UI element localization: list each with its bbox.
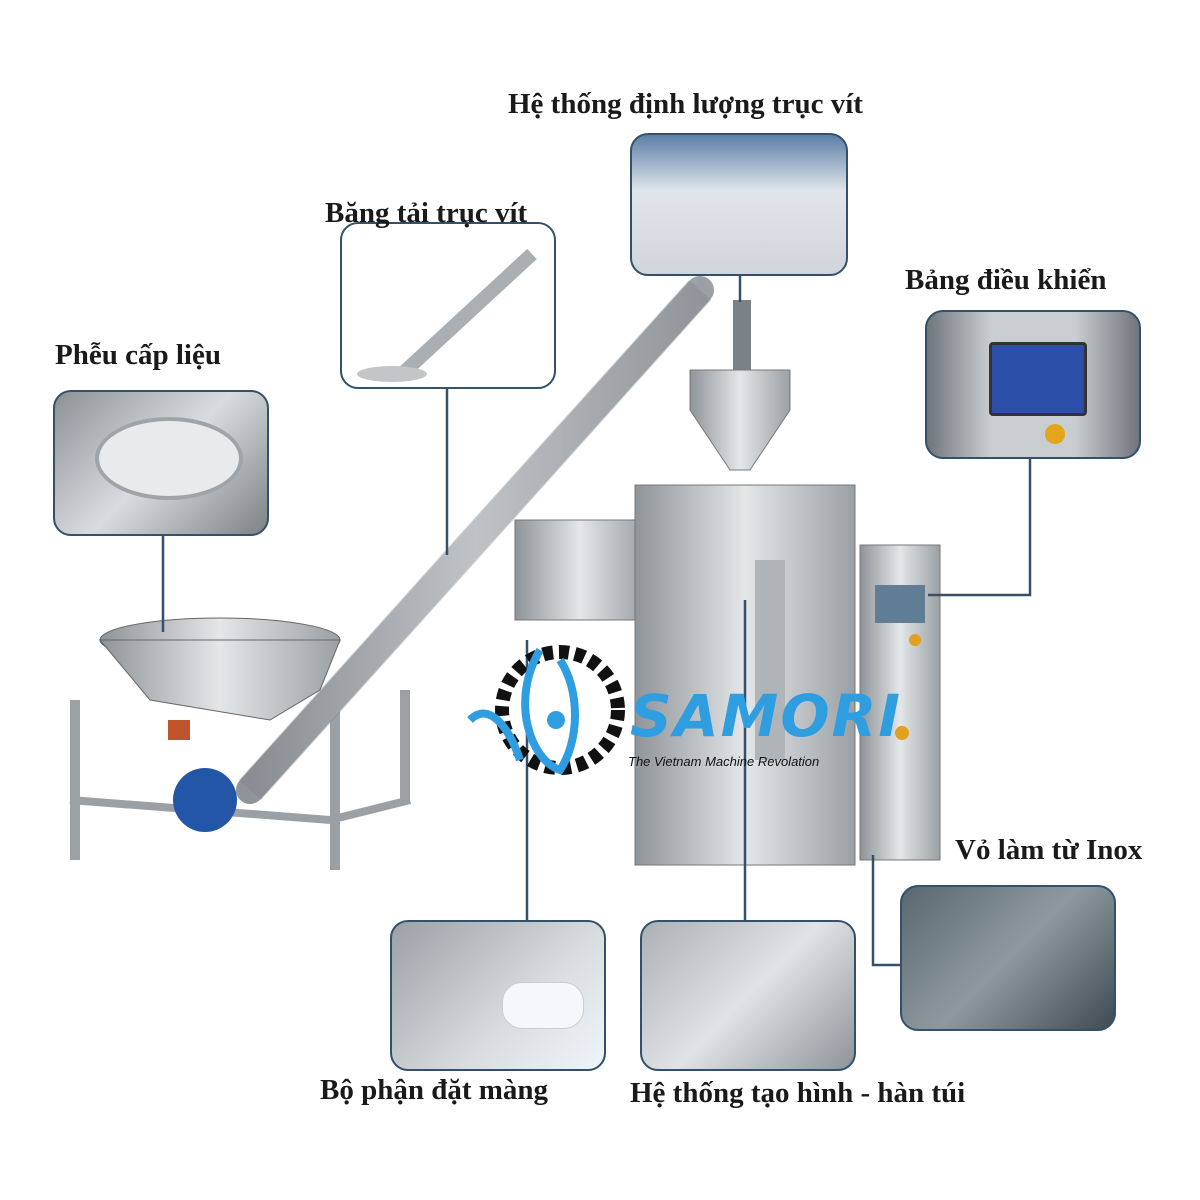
- samori-logo-mark: [467, 645, 625, 775]
- auger-filler-photo: [630, 133, 848, 276]
- label-screw-conveyor: Băng tải trục vít: [325, 197, 528, 229]
- forming-sealing-photo: [640, 920, 856, 1071]
- logo-tagline: The Vietnam Machine Revolation: [628, 754, 820, 769]
- screw-conveyor-photo: [340, 222, 556, 389]
- feed-hopper-photo: [53, 390, 269, 536]
- auger-filler-unit: [689, 300, 791, 471]
- screw-conveyor-tube: [236, 276, 714, 804]
- film-holder-photo: [390, 920, 606, 1071]
- control-panel-photo: [925, 310, 1141, 459]
- label-feed-hopper: Phễu cấp liệu: [55, 339, 221, 371]
- label-control-panel: Bảng điều khiển: [905, 264, 1107, 296]
- stainless-body-photo: [900, 885, 1116, 1031]
- main-machine-body: [514, 484, 941, 866]
- label-stainless-body: Vỏ làm từ Inox: [955, 834, 1143, 866]
- label-forming-sealing: Hệ thống tạo hình - hàn túi: [630, 1077, 966, 1109]
- label-auger-filler: Hệ thống định lượng trục vít: [508, 88, 863, 120]
- logo-name: SAMORI: [630, 682, 902, 750]
- feed-hopper-unit: [69, 617, 411, 870]
- label-film-holder: Bộ phận đặt màng: [320, 1074, 549, 1106]
